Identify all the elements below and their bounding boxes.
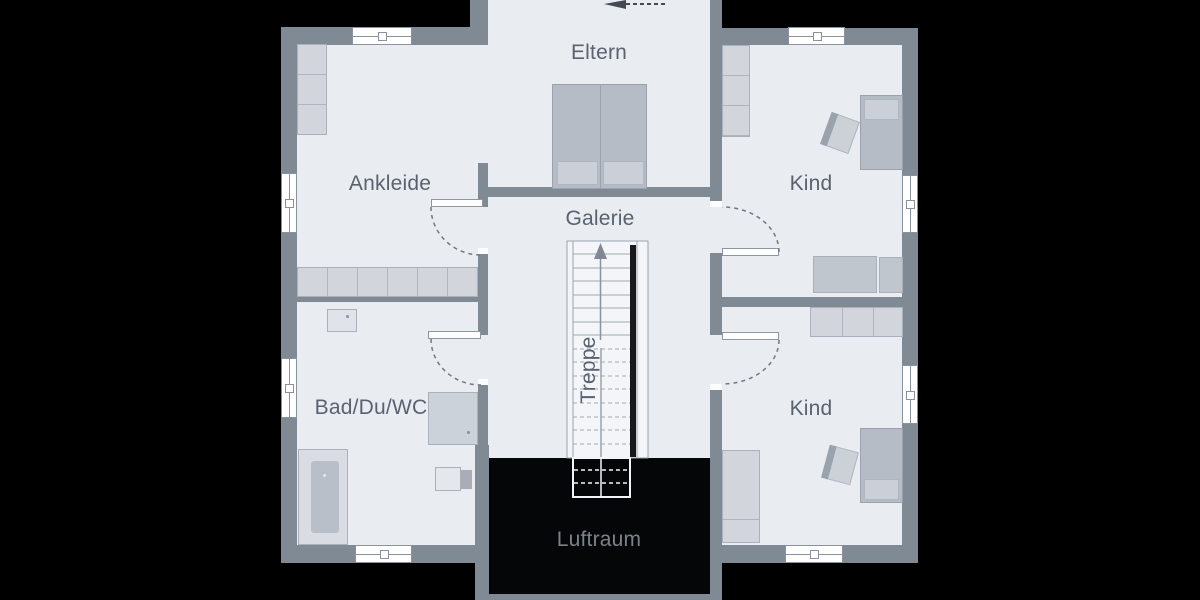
room-label-ankleide: Ankleide [348, 172, 432, 195]
window-symbol [788, 27, 845, 45]
window-symbol [355, 545, 412, 563]
wall [712, 297, 918, 307]
room-label-bad: Bad/Du/WC [314, 396, 428, 419]
shower [428, 392, 478, 445]
door-leaf [722, 248, 779, 256]
room-label-treppe: Treppe [577, 336, 600, 404]
wardrobe [297, 267, 478, 297]
room-label-eltern: Eltern [570, 41, 628, 64]
room-label-galerie: Galerie [565, 207, 635, 230]
window-symbol [352, 27, 412, 45]
wardrobe [722, 45, 750, 137]
shelf-divider [842, 308, 843, 336]
wall [488, 187, 712, 197]
shelf-divider [873, 308, 874, 336]
window-symbol [281, 358, 297, 418]
wall [478, 163, 488, 207]
door-leaf [722, 332, 779, 340]
door-jamb [478, 379, 488, 385]
window-symbol [902, 365, 918, 424]
wall [478, 253, 488, 335]
desk [813, 256, 877, 293]
drain [323, 474, 326, 477]
wall [475, 445, 489, 600]
pillow [557, 161, 598, 185]
room-label-kind-top: Kind [789, 172, 833, 195]
door-jamb [478, 248, 488, 254]
bed [552, 84, 647, 189]
window-symbol [902, 175, 918, 233]
desk [879, 257, 903, 293]
faucet [346, 315, 349, 318]
door-leaf [431, 199, 483, 207]
wall [475, 594, 722, 600]
pillow [864, 99, 899, 120]
drain [467, 431, 470, 434]
wardrobe [297, 44, 327, 135]
window-symbol [281, 173, 297, 233]
wall [478, 385, 488, 445]
washbasin [327, 309, 357, 332]
wall [902, 28, 918, 563]
toilet [435, 467, 461, 491]
window-symbol [785, 545, 843, 563]
wall [470, 0, 488, 45]
door-leaf [428, 331, 481, 339]
door-jamb [710, 384, 722, 390]
luftraum-void [489, 458, 710, 594]
pillow [864, 479, 899, 500]
pillow [603, 161, 644, 185]
bed [860, 95, 903, 170]
wardrobe [722, 450, 760, 543]
wall [710, 253, 722, 335]
room-label-kind-bottom: Kind [789, 397, 833, 420]
wall [710, 0, 722, 207]
shelf [810, 307, 903, 337]
bathtub-basin [311, 461, 339, 533]
door-jamb [710, 201, 722, 207]
wardrobe-divider [723, 519, 759, 520]
room-label-luftraum: Luftraum [556, 528, 642, 551]
wall [710, 388, 722, 600]
bathtub [298, 449, 348, 545]
bed [860, 428, 903, 503]
toilet-tank [461, 470, 472, 489]
